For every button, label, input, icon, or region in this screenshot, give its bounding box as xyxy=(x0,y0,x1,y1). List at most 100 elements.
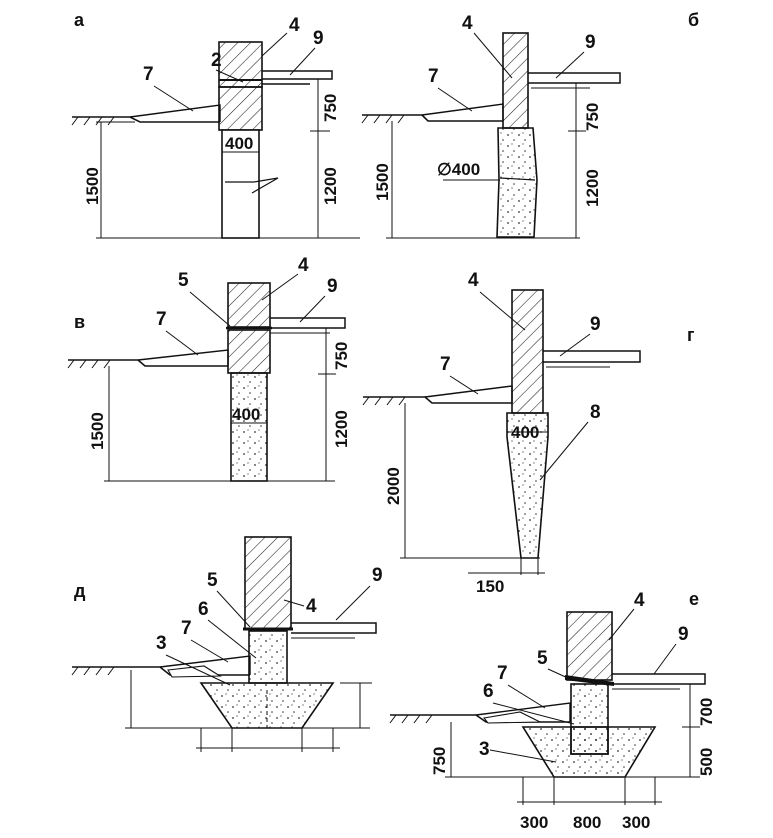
leader-3 xyxy=(165,654,231,686)
bored-pile xyxy=(496,127,538,238)
dim-a-1200: 1200 xyxy=(321,167,340,205)
ground-hatch xyxy=(362,396,406,406)
label-4: 4 xyxy=(468,270,479,291)
blind-area xyxy=(421,103,504,121)
leader-6 xyxy=(492,702,575,725)
floor-slab xyxy=(612,673,706,685)
blind-area xyxy=(424,385,513,403)
label-7: 7 xyxy=(156,309,167,330)
ground-line xyxy=(362,114,503,122)
panel-e-letter: е xyxy=(689,589,699,609)
floor-slab xyxy=(262,70,333,80)
leader-3 xyxy=(489,749,557,763)
ground-hatch xyxy=(71,116,115,126)
grillage xyxy=(218,86,263,131)
panel-g-letter: г xyxy=(687,325,695,345)
dim-b-750: 750 xyxy=(583,103,602,131)
panel-e: е 4 9 5 7 6 3 700 500 750 300 800 300 xyxy=(389,589,716,832)
panel-g: г 4 9 7 8 400 2000 150 xyxy=(362,270,695,596)
leader-7 xyxy=(449,375,479,395)
leader-4 xyxy=(473,32,513,79)
leader-4 xyxy=(261,273,299,301)
label-5: 5 xyxy=(178,270,189,291)
panel-d-letter: д xyxy=(74,581,86,601)
label-5: 5 xyxy=(207,570,218,591)
floor-slab xyxy=(291,622,377,634)
dim-v-400: 400 xyxy=(232,405,260,424)
wall xyxy=(227,282,271,328)
leader-7 xyxy=(190,639,229,663)
dim-400 xyxy=(221,148,260,156)
leader-4 xyxy=(283,599,305,607)
dim-1500 xyxy=(386,121,580,239)
ground-hatch xyxy=(71,666,115,676)
blind-area xyxy=(475,702,571,722)
leader-9 xyxy=(299,295,326,323)
label-4: 4 xyxy=(306,596,317,617)
wall xyxy=(502,32,529,129)
dim-e-800: 800 xyxy=(573,813,601,832)
label-4: 4 xyxy=(289,15,300,36)
panel-v-letter: в xyxy=(74,312,85,332)
label-7: 7 xyxy=(143,64,154,85)
leader-6 xyxy=(207,619,257,659)
label-6: 6 xyxy=(198,599,209,620)
ground-line xyxy=(72,116,220,123)
break-mark xyxy=(225,177,279,194)
leader-5 xyxy=(216,590,251,628)
label-9: 9 xyxy=(678,624,689,645)
wall xyxy=(511,289,544,414)
leader-9 xyxy=(555,51,585,79)
label-5: 5 xyxy=(537,648,548,669)
ground-hatch xyxy=(361,114,405,124)
leader-7 xyxy=(165,330,199,356)
label-4: 4 xyxy=(462,13,473,34)
dim-a-1500: 1500 xyxy=(83,167,102,205)
dim-e-300a: 300 xyxy=(520,813,548,832)
leader-4 xyxy=(261,32,288,57)
label-4: 4 xyxy=(298,255,309,276)
label-3: 3 xyxy=(156,633,167,654)
floor-slab xyxy=(543,350,641,363)
dim-2000 xyxy=(400,403,540,559)
floor-slab xyxy=(528,72,621,84)
grillage xyxy=(227,329,271,374)
ground-hatch xyxy=(389,714,433,724)
dim-1500 xyxy=(96,121,360,239)
label-9: 9 xyxy=(590,314,601,335)
wall xyxy=(566,611,613,681)
dim-lines xyxy=(125,670,372,729)
floor-slab xyxy=(270,317,346,329)
leader-8 xyxy=(539,421,589,481)
column-socket xyxy=(570,726,609,755)
label-7: 7 xyxy=(181,618,192,639)
dim-v-750: 750 xyxy=(332,342,351,370)
wall xyxy=(244,536,292,630)
leader-9 xyxy=(559,333,591,357)
dim-a-400: 400 xyxy=(225,134,253,153)
dim-e-750: 750 xyxy=(430,747,449,775)
ground-line xyxy=(68,359,228,367)
label-2: 2 xyxy=(211,50,222,71)
dim-e-700: 700 xyxy=(697,698,716,726)
panel-a: а 4 9 2 7 400 1500 750 1200 xyxy=(71,10,360,239)
dim-width-lines xyxy=(196,728,340,752)
dim-750-1200 xyxy=(568,83,586,238)
dim-750 xyxy=(445,722,700,778)
dim-150 xyxy=(468,558,545,575)
dim-width-lines xyxy=(517,777,662,805)
leader-7 xyxy=(507,684,546,709)
leader-4 xyxy=(479,291,526,331)
sand-bed xyxy=(482,711,541,724)
label-8: 8 xyxy=(590,402,601,423)
label-9: 9 xyxy=(327,276,338,297)
dim-700-500 xyxy=(682,684,700,777)
panel-b-letter: б xyxy=(688,10,699,30)
leader-2 xyxy=(215,69,244,83)
leader-7 xyxy=(153,85,194,112)
label-4: 4 xyxy=(634,590,645,611)
dim-b-1200: 1200 xyxy=(583,169,602,207)
blind-area xyxy=(137,349,229,366)
leader-4 xyxy=(608,608,635,641)
